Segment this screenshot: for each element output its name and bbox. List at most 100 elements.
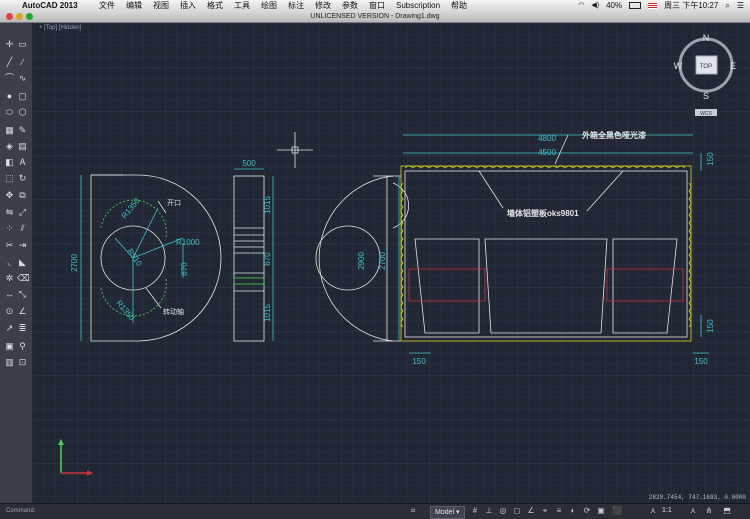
zoom-window-icon[interactable] xyxy=(26,13,33,20)
extend-icon[interactable]: ⇥ xyxy=(18,240,27,250)
chamfer-icon[interactable]: ◣ xyxy=(19,257,26,267)
menubar-status: ◠ ◀) 40% 周三 下午10:27 ⌕ ☰ xyxy=(578,0,744,11)
dim-4800: 4800 xyxy=(538,134,556,143)
measure-icon[interactable]: ▥ xyxy=(5,357,14,367)
dimension-angle-icon[interactable]: ∠ xyxy=(18,306,27,316)
side-view[interactable] xyxy=(233,168,274,342)
front-view[interactable] xyxy=(315,175,409,342)
model-tab[interactable]: Model ▾ xyxy=(430,506,465,519)
polar-toggle-icon[interactable]: ◎ xyxy=(499,506,507,515)
rotate-icon[interactable]: ↻ xyxy=(18,173,27,183)
ellipse-icon[interactable]: ⬭ xyxy=(5,107,14,117)
explode-icon[interactable]: ✲ xyxy=(5,273,14,283)
dimension-linear-icon[interactable]: ↔ xyxy=(5,289,14,299)
dim-r510: R510 xyxy=(125,247,144,268)
menu-tools[interactable]: 工具 xyxy=(234,1,250,10)
clock[interactable]: 周三 下午10:27 xyxy=(664,1,719,10)
menu-window[interactable]: 窗口 xyxy=(369,1,385,10)
menu-edit[interactable]: 编辑 xyxy=(126,1,142,10)
minimize-window-icon[interactable] xyxy=(16,13,23,20)
grid-toggle-icon[interactable]: # xyxy=(472,506,478,515)
selection-cycle-icon[interactable]: ⟳ xyxy=(583,506,591,515)
menu-subscription[interactable]: Subscription xyxy=(396,1,441,10)
menu-parameters[interactable]: 参数 xyxy=(342,1,358,10)
menu-file[interactable]: 文件 xyxy=(99,1,115,10)
viewcube[interactable]: TOP N S E W WCS xyxy=(674,33,736,117)
menu-insert[interactable]: 插入 xyxy=(180,1,196,10)
dim-2700-left: 2700 xyxy=(70,254,79,272)
box-elevation[interactable] xyxy=(400,134,709,354)
annotation-visibility-icon[interactable]: ⋏ xyxy=(690,506,696,515)
array-icon[interactable]: ⁘ xyxy=(5,223,14,233)
text-icon[interactable]: A xyxy=(19,157,26,167)
mac-menubar: AutoCAD 2013 文件 编辑 视图 插入 格式 工具 绘图 标注 修改 … xyxy=(0,0,750,12)
viewport-controls[interactable]: + [Top] [Hidden] xyxy=(39,25,82,31)
offset-icon[interactable]: ⫽ xyxy=(20,223,25,233)
close-window-icon[interactable] xyxy=(6,13,13,20)
spline-icon[interactable]: ∿ xyxy=(18,73,27,83)
ortho-toggle-icon[interactable]: ⊥ xyxy=(485,506,493,515)
copy-icon[interactable]: ⧉ xyxy=(19,190,26,200)
hatch-icon[interactable]: ▦ xyxy=(5,125,14,135)
block-icon[interactable]: ◧ xyxy=(5,157,14,167)
viewcube-toggle-icon[interactable]: ⬛ xyxy=(612,506,622,515)
battery-percent[interactable]: 40% xyxy=(606,1,623,10)
menu-draw[interactable]: 绘图 xyxy=(261,1,277,10)
annotation-scale-icon[interactable]: ⋏ xyxy=(650,506,656,515)
region-icon[interactable]: ◈ xyxy=(6,141,13,151)
qp-toggle-icon[interactable]: ▣ xyxy=(597,506,605,515)
erase-icon[interactable]: ⌫ xyxy=(17,273,30,283)
fillet-icon[interactable]: ◟ xyxy=(7,257,12,267)
polyline-icon[interactable]: ∕ xyxy=(21,57,24,67)
snap-toggle-icon[interactable]: ⌗ xyxy=(410,506,416,515)
dim-4500: 4500 xyxy=(538,148,556,157)
lock-icon[interactable]: ⊡ xyxy=(18,357,27,367)
lineweight-toggle-icon[interactable]: ≡ xyxy=(556,506,562,515)
search-icon[interactable]: ⌕ xyxy=(725,1,730,10)
command-line[interactable]: Command: xyxy=(6,508,36,514)
label-wall-panel: 墙体铝塑板oks9801 xyxy=(507,208,579,218)
fullscreen-icon[interactable]: ⬒ xyxy=(723,506,731,515)
match-properties-icon[interactable]: ⚲ xyxy=(19,341,26,351)
transparency-toggle-icon[interactable]: ◐ xyxy=(570,506,576,515)
list-icon[interactable]: ☰ xyxy=(736,1,744,10)
properties-icon[interactable]: ▣ xyxy=(5,341,14,351)
label-outer-box-paint: 外箱全黑色哑光漆 xyxy=(582,130,646,140)
annotation-scale[interactable]: 1:1 xyxy=(662,507,672,514)
circle-icon[interactable]: ● xyxy=(6,91,13,101)
menu-view[interactable]: 视图 xyxy=(153,1,169,10)
dimension-radius-icon[interactable]: ⊙ xyxy=(5,306,14,316)
trim-icon[interactable]: ✂ xyxy=(5,240,14,250)
polygon-icon[interactable]: ⬡ xyxy=(18,107,27,117)
drawing-canvas[interactable]: + [Top] [Hidden] TOP N S E W WCS xyxy=(33,23,750,503)
scale-icon[interactable]: ⤢ xyxy=(18,207,27,217)
dim-1015-top: 1015 xyxy=(263,196,272,214)
arc-icon[interactable]: ⌒ xyxy=(4,73,14,83)
left-view[interactable] xyxy=(80,174,222,342)
dyn-toggle-icon[interactable]: ⌖ xyxy=(542,506,548,515)
dimension-aligned-icon[interactable]: ⤡ xyxy=(18,289,27,299)
select-icon[interactable]: ▭ xyxy=(18,39,27,49)
volume-icon[interactable]: ◀) xyxy=(591,2,600,9)
mirror-icon[interactable]: ⇋ xyxy=(5,207,14,217)
stretch-icon[interactable]: ⬚ xyxy=(5,173,14,183)
rectangle-icon[interactable]: ▢ xyxy=(18,91,27,101)
app-name-menu[interactable]: AutoCAD 2013 xyxy=(22,1,78,10)
workspace-icon[interactable]: ⋔ xyxy=(705,506,713,515)
paint-icon[interactable]: ✎ xyxy=(18,125,27,135)
table-icon[interactable]: ▤ xyxy=(18,141,27,151)
flag-icon[interactable] xyxy=(648,2,658,9)
menu-help[interactable]: 帮助 xyxy=(451,1,468,10)
wifi-icon[interactable]: ◠ xyxy=(578,2,585,9)
otrack-toggle-icon[interactable]: ∠ xyxy=(527,506,535,515)
line-icon[interactable]: ╱ xyxy=(6,57,13,67)
move-icon[interactable]: ✛ xyxy=(5,39,14,49)
menu-dimension[interactable]: 标注 xyxy=(288,1,304,10)
dim-670-a: 670 xyxy=(180,262,189,276)
move-arrows-icon[interactable]: ✥ xyxy=(5,190,14,200)
menu-modify[interactable]: 修改 xyxy=(315,1,331,10)
leader-icon[interactable]: ↗ xyxy=(5,323,14,333)
menu-format[interactable]: 格式 xyxy=(207,1,223,10)
layer-icon[interactable]: ≣ xyxy=(18,323,27,333)
osnap-toggle-icon[interactable]: ◻ xyxy=(513,506,521,515)
